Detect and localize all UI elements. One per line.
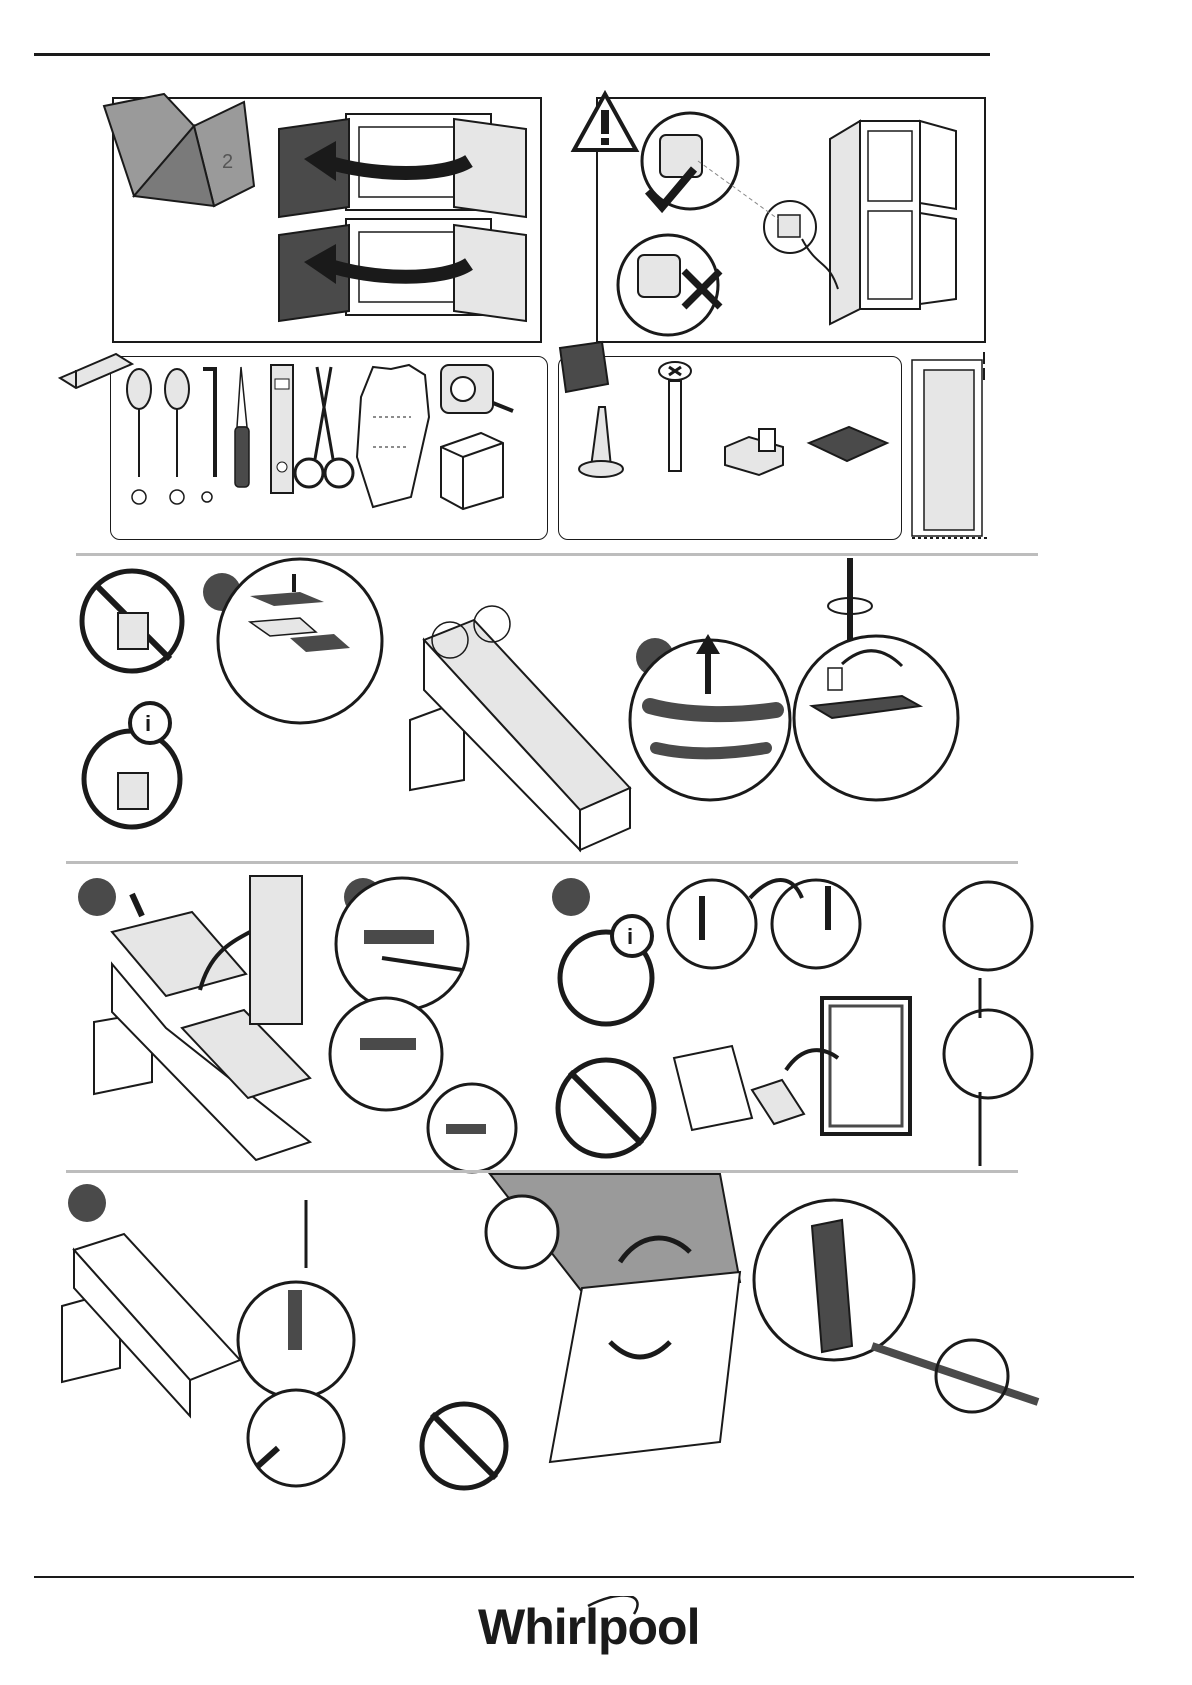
svg-text:i: i xyxy=(627,924,633,949)
section-separator xyxy=(66,861,1018,864)
cover-plate-icon xyxy=(809,427,887,461)
lower-hinge-detail xyxy=(752,1196,1042,1436)
remove-top-door-figure xyxy=(92,872,352,1172)
manual-book-icon: 2 xyxy=(94,86,264,206)
plastic-bag-icon xyxy=(552,340,612,396)
fridge-lying-figure xyxy=(404,600,644,860)
fridge-base-figure xyxy=(470,1172,750,1472)
tape-measure-icon xyxy=(441,365,513,413)
top-rule xyxy=(34,53,990,56)
brand-wordmark: Whirlpool xyxy=(478,1599,700,1655)
scissors-icon xyxy=(295,367,353,487)
bushing-disposal-figure: i xyxy=(558,900,668,1160)
middle-hinge-detail xyxy=(322,874,542,1174)
warning-triangle-icon xyxy=(570,90,640,154)
power-warning-panel xyxy=(596,97,986,343)
allen-key-icon xyxy=(202,369,215,502)
top-cover-detail xyxy=(210,556,390,726)
disposal-notes-figure: i xyxy=(78,565,188,845)
top-hinge-detail xyxy=(792,556,960,806)
door-bushing-figure xyxy=(662,878,1032,1178)
hinge-bushing-icon xyxy=(725,429,783,475)
fridge-front-icon xyxy=(279,114,526,321)
whirlpool-logo: Whirlpool xyxy=(478,1596,718,1656)
bottom-hinge-figure xyxy=(60,1190,380,1480)
box-icon xyxy=(441,433,503,509)
tools-figure xyxy=(111,357,549,541)
wall-clearance-figure xyxy=(900,350,994,546)
svg-text:i: i xyxy=(145,711,151,736)
hinge-pin-icon xyxy=(579,407,623,477)
screw-icon xyxy=(659,362,691,471)
book-page-number: 2 xyxy=(222,151,233,173)
toolbox-icon xyxy=(56,350,136,394)
gasket-lift-detail xyxy=(626,636,794,804)
bottom-rule xyxy=(34,1576,1134,1578)
utility-knife-icon xyxy=(235,367,249,487)
spirit-level-icon xyxy=(271,365,293,493)
fridge-3d-icon xyxy=(802,121,956,324)
phillips-screwdriver-icon xyxy=(165,369,189,504)
tools-panel xyxy=(110,356,548,540)
power-warning-figure xyxy=(598,99,988,345)
gloves-icon xyxy=(357,365,429,507)
